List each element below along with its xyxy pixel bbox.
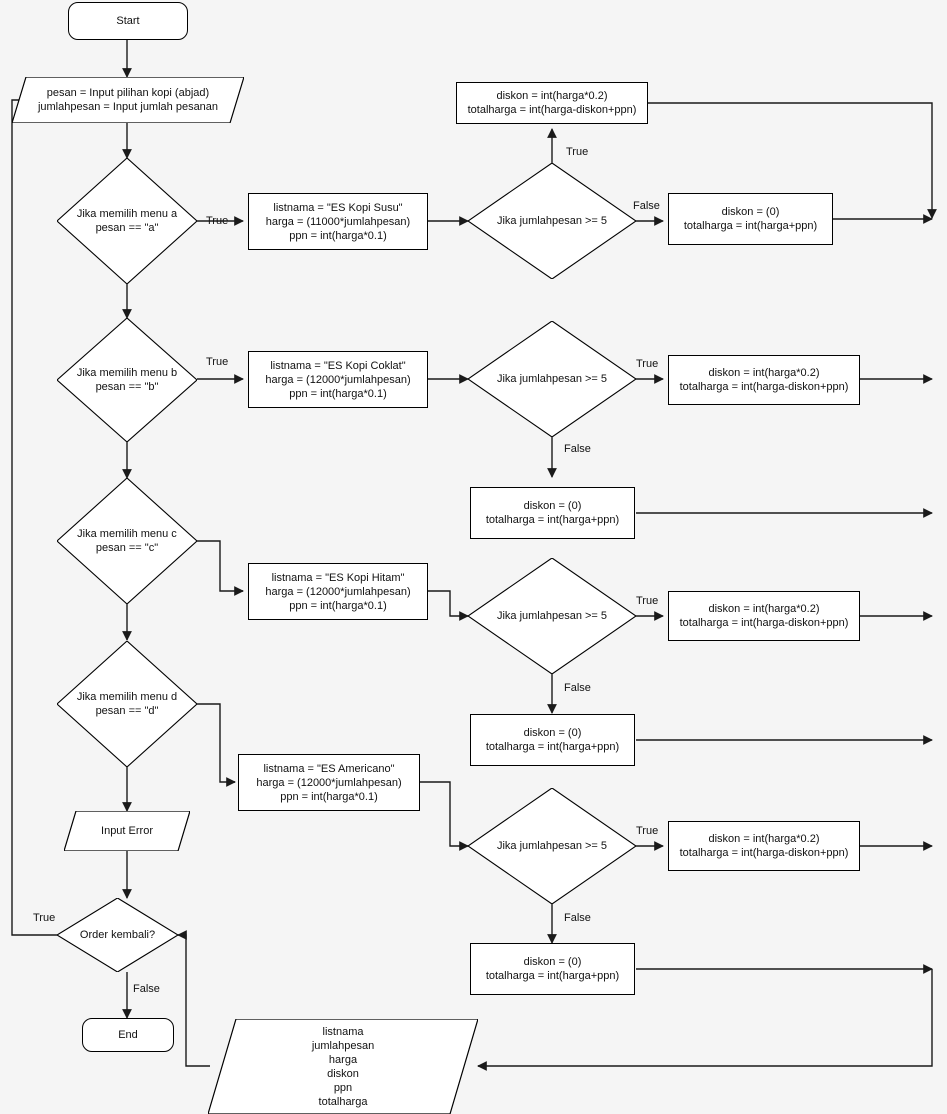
node-decision-d-label: Jika memilih menu d pesan == "d" <box>76 691 178 717</box>
node-output-label: listnama jumlahpesan harga diskon ppn to… <box>311 1025 375 1108</box>
node-proc-a[interactable]: listnama = "ES Kopi Susu" harga = (11000… <box>248 193 428 250</box>
node-nodisc-c-label: diskon = (0) totalharga = int(harga+ppn) <box>485 727 620 753</box>
edge-label-qty-d-true: True <box>636 825 659 837</box>
node-decision-b-label: Jika memilih menu b pesan == "b" <box>76 367 178 393</box>
node-decision-b[interactable]: Jika memilih menu b pesan == "b" <box>57 318 197 442</box>
node-qty-d-label: Jika jumlahpesan >= 5 <box>496 840 608 852</box>
edge-label-a-true: True <box>206 215 229 227</box>
node-output[interactable]: listnama jumlahpesan harga diskon ppn to… <box>208 1019 478 1114</box>
node-disc-b-label: diskon = int(harga*0.2) totalharga = int… <box>679 367 849 393</box>
edge-label-order-true: True <box>33 912 56 924</box>
node-order-again-label: Order kembali? <box>79 929 156 941</box>
node-nodisc-b[interactable]: diskon = (0) totalharga = int(harga+ppn) <box>470 487 635 539</box>
edge-label-b-true: True <box>206 356 229 368</box>
edge-label-qty-b-true: True <box>636 358 659 370</box>
node-input-error[interactable]: Input Error <box>64 811 190 851</box>
node-disc-d[interactable]: diskon = int(harga*0.2) totalharga = int… <box>668 821 860 871</box>
node-proc-c[interactable]: listnama = "ES Kopi Hitam" harga = (1200… <box>248 563 428 620</box>
node-decision-a-label: Jika memilih menu a pesan == "a" <box>76 208 178 234</box>
node-order-again[interactable]: Order kembali? <box>57 898 178 972</box>
node-proc-d[interactable]: listnama = "ES Americano" harga = (12000… <box>238 754 420 811</box>
node-decision-c[interactable]: Jika memilih menu c pesan == "c" <box>57 478 197 604</box>
node-disc-a[interactable]: diskon = int(harga*0.2) totalharga = int… <box>456 82 648 124</box>
edge-label-qty-a-true: True <box>566 146 589 158</box>
node-proc-b-label: listnama = "ES Kopi Coklat" harga = (120… <box>265 359 411 400</box>
node-qty-d[interactable]: Jika jumlahpesan >= 5 <box>468 788 636 904</box>
node-end-label: End <box>118 1029 138 1041</box>
node-qty-c-label: Jika jumlahpesan >= 5 <box>496 610 608 622</box>
node-disc-b[interactable]: diskon = int(harga*0.2) totalharga = int… <box>668 355 860 405</box>
node-input[interactable]: pesan = Input pilihan kopi (abjad) jumla… <box>12 77 244 123</box>
node-disc-c-label: diskon = int(harga*0.2) totalharga = int… <box>679 603 849 629</box>
node-disc-c[interactable]: diskon = int(harga*0.2) totalharga = int… <box>668 591 860 641</box>
node-decision-a[interactable]: Jika memilih menu a pesan == "a" <box>57 158 197 284</box>
edge-label-qty-d-false: False <box>564 912 591 924</box>
node-input-label: pesan = Input pilihan kopi (abjad) jumla… <box>37 87 219 113</box>
node-input-error-label: Input Error <box>101 825 153 837</box>
edge-label-qty-b-false: False <box>564 443 591 455</box>
node-qty-b[interactable]: Jika jumlahpesan >= 5 <box>468 321 636 437</box>
node-nodisc-c[interactable]: diskon = (0) totalharga = int(harga+ppn) <box>470 714 635 766</box>
node-qty-a[interactable]: Jika jumlahpesan >= 5 <box>468 163 636 279</box>
node-disc-a-label: diskon = int(harga*0.2) totalharga = int… <box>467 90 637 116</box>
edge-label-qty-a-false: False <box>633 200 660 212</box>
node-nodisc-d[interactable]: diskon = (0) totalharga = int(harga+ppn) <box>470 943 635 995</box>
node-proc-b[interactable]: listnama = "ES Kopi Coklat" harga = (120… <box>248 351 428 408</box>
node-qty-c[interactable]: Jika jumlahpesan >= 5 <box>468 558 636 674</box>
node-proc-a-label: listnama = "ES Kopi Susu" harga = (11000… <box>265 201 411 242</box>
edge-label-qty-c-false: False <box>564 682 591 694</box>
node-disc-d-label: diskon = int(harga*0.2) totalharga = int… <box>679 833 849 859</box>
edge-label-order-false: False <box>133 983 160 995</box>
node-end[interactable]: End <box>82 1018 174 1052</box>
node-qty-a-label: Jika jumlahpesan >= 5 <box>496 215 608 227</box>
node-nodisc-b-label: diskon = (0) totalharga = int(harga+ppn) <box>485 500 620 526</box>
node-start[interactable]: Start <box>68 2 188 40</box>
node-decision-c-label: Jika memilih menu c pesan == "c" <box>77 528 177 554</box>
edge-label-qty-c-true: True <box>636 595 659 607</box>
node-proc-d-label: listnama = "ES Americano" harga = (12000… <box>256 762 402 803</box>
node-proc-c-label: listnama = "ES Kopi Hitam" harga = (1200… <box>265 571 411 612</box>
node-nodisc-a-label: diskon = (0) totalharga = int(harga+ppn) <box>683 206 818 232</box>
node-start-label: Start <box>116 15 140 27</box>
node-nodisc-d-label: diskon = (0) totalharga = int(harga+ppn) <box>485 956 620 982</box>
node-nodisc-a[interactable]: diskon = (0) totalharga = int(harga+ppn) <box>668 193 833 245</box>
node-qty-b-label: Jika jumlahpesan >= 5 <box>496 373 608 385</box>
node-decision-d[interactable]: Jika memilih menu d pesan == "d" <box>57 641 197 767</box>
